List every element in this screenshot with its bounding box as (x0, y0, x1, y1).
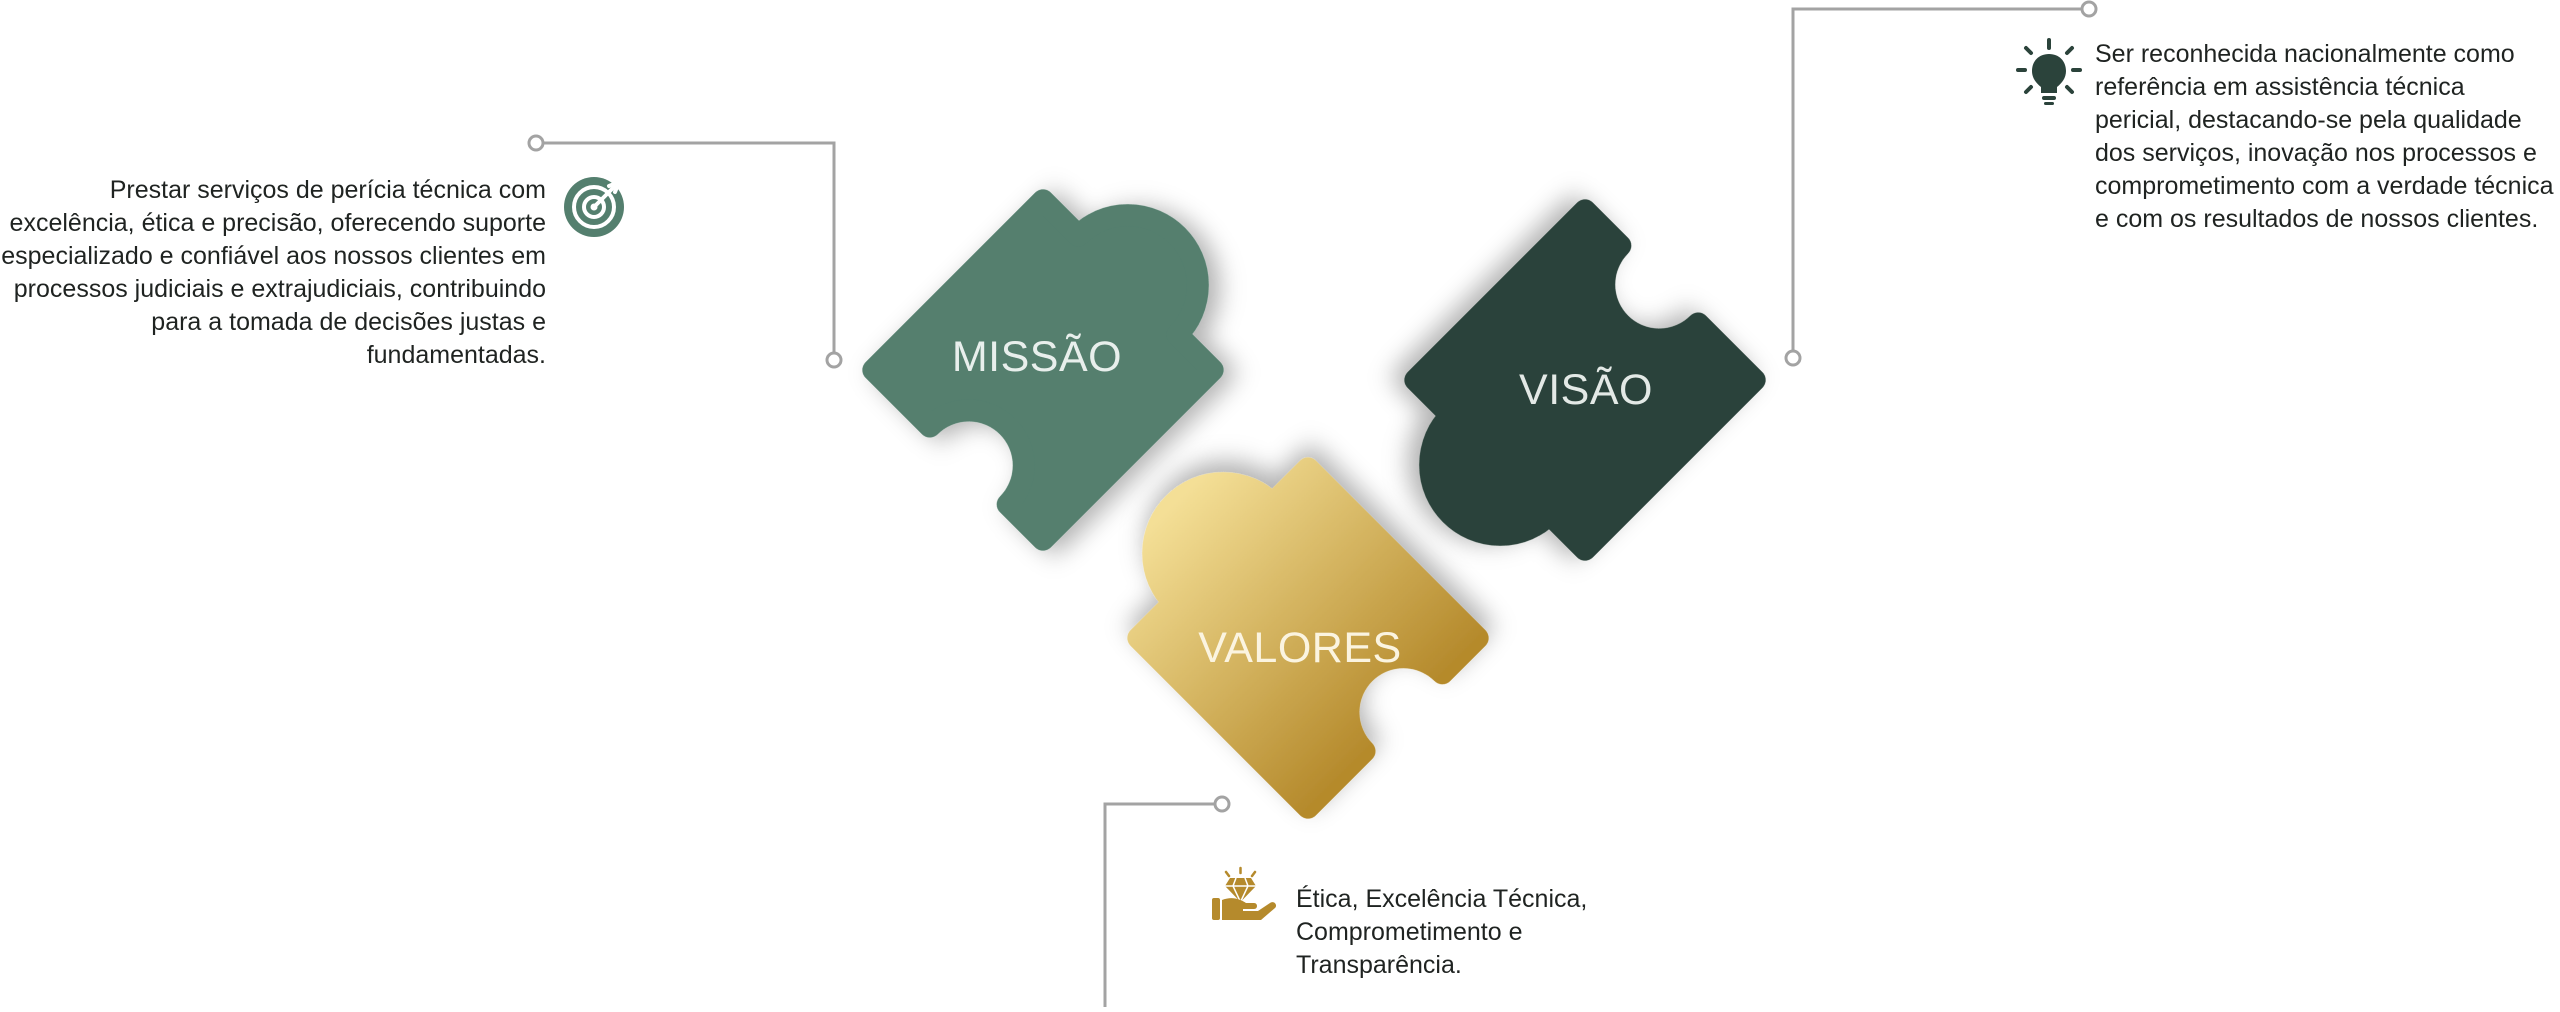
vision-description: Ser reconhecida nacionalmente como refer… (2095, 40, 2554, 233)
piece-label-valores: VALORES (1198, 624, 1401, 672)
piece-label-visao: VISÃO (1519, 366, 1653, 414)
puzzle-piece-visao: VISÃO (1404, 199, 1766, 561)
piece-label-missao: MISSÃO (952, 333, 1122, 381)
diamond-hand-icon (1212, 866, 1277, 920)
connector-missao (527, 134, 843, 369)
values-description: Ética, Excelência Técnica, Comprometimen… (1296, 885, 1588, 979)
target-icon (564, 177, 624, 237)
puzzle-piece-valores: VALORES (1127, 457, 1489, 819)
mission-description: Prestar serviços de perícia técnica com … (1, 176, 546, 369)
puzzle-piece-missao: MISSÃO (862, 189, 1224, 551)
connector-visao (1784, 0, 2098, 367)
connector-valores (1103, 795, 1231, 1007)
lightbulb-icon (2016, 38, 2082, 105)
